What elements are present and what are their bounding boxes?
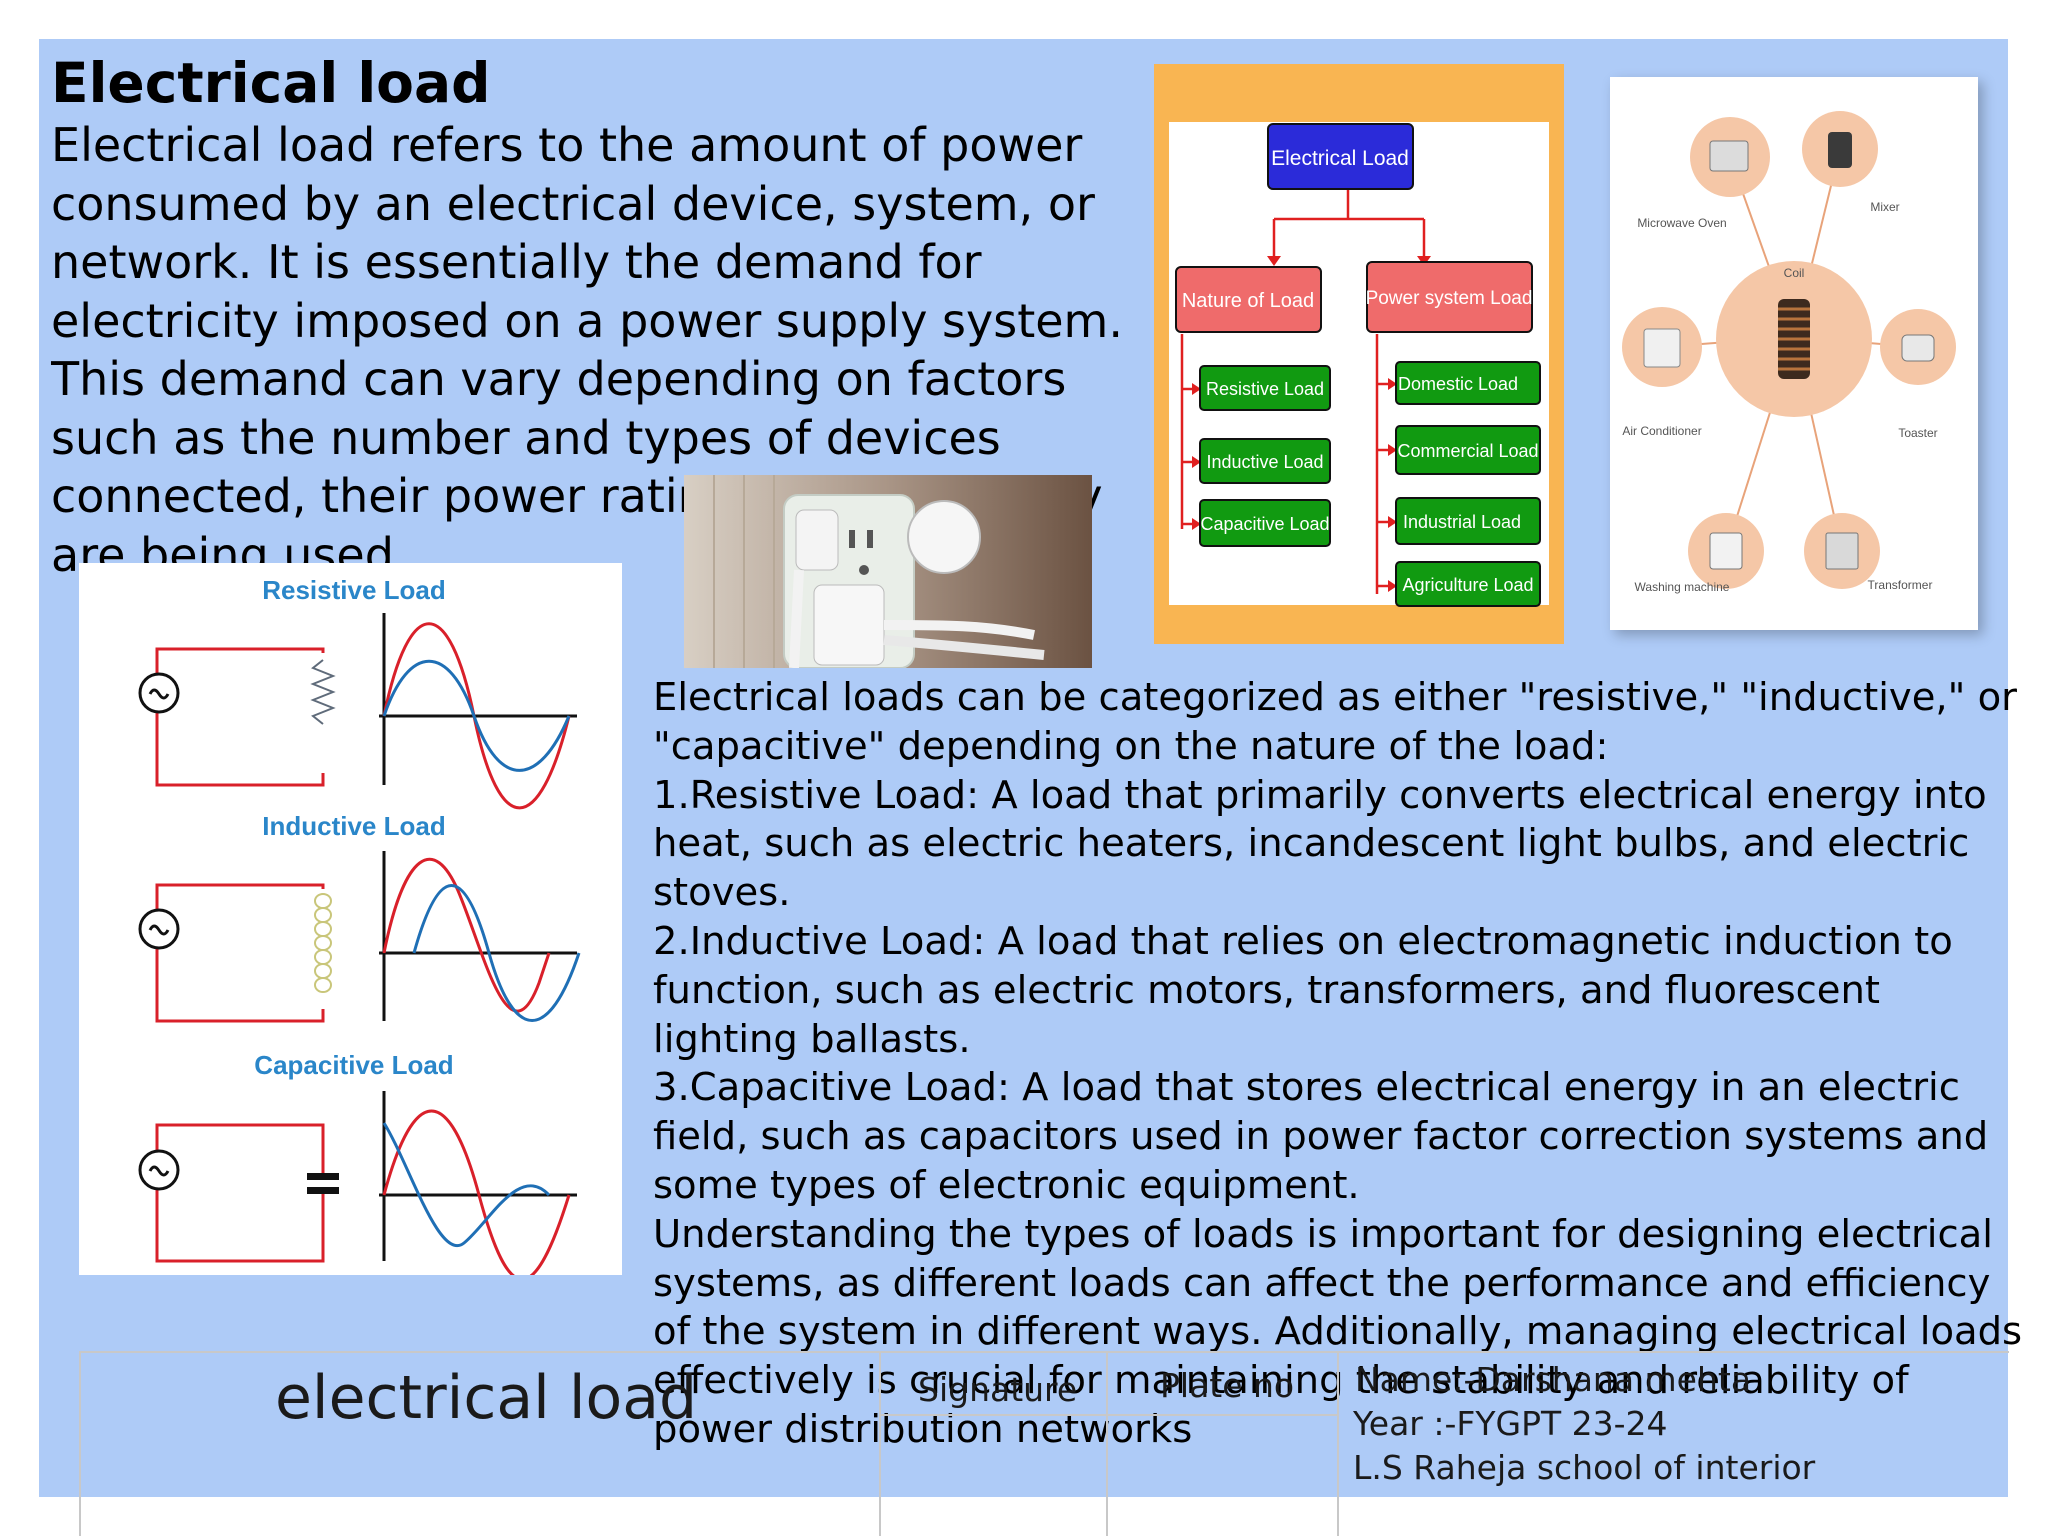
appliance-toaster-label: Toaster xyxy=(1898,426,1937,440)
body-line: 3.Capacitive Load: A load that stores el… xyxy=(653,1065,1960,1111)
coil-icon xyxy=(1778,299,1810,379)
body-line: effectively is crucial for maintaining t… xyxy=(653,1358,1909,1404)
waveform-title-capacitive: Capacitive Load xyxy=(254,1050,453,1080)
body-line: of the system in different ways. Additio… xyxy=(653,1309,2023,1355)
capacitor-icon xyxy=(307,1173,339,1194)
body-line: heat, such as electric heaters, incandes… xyxy=(653,821,1970,867)
resistive-current-wave xyxy=(382,659,571,772)
appliances-illustration: Coil Microwave Oven Mixer Air Conditione… xyxy=(1610,77,1978,630)
diagram-item-industrial: Industrial Load xyxy=(1403,512,1521,532)
footer-name: Name:-Darshana mehta xyxy=(1355,1360,1752,1399)
body-line: field, such as capacitors used in power … xyxy=(653,1114,1989,1160)
diagram-item-box xyxy=(1199,365,1331,411)
inductive-current-wave xyxy=(412,884,581,1022)
body-text: Electrical loads can be categorized as e… xyxy=(653,674,2023,1455)
diagram-item-box xyxy=(1395,361,1541,405)
footer-left-rule xyxy=(79,1351,81,1536)
capacitive-current-wave xyxy=(382,1122,551,1248)
capacitive-voltage-wave xyxy=(382,1109,571,1281)
diagram-item-box xyxy=(1395,561,1541,607)
diagram-item-box xyxy=(1199,438,1331,484)
appliance-washer-label: Washing machine xyxy=(1635,580,1730,594)
washing-machine-icon xyxy=(1709,532,1743,570)
load-classification-diagram: Electrical Load Nature of Load Power sys… xyxy=(1154,64,1564,644)
footer-year: Year :-FYGPT 23-24 xyxy=(1353,1404,1668,1443)
diagram-item-resistive: Resistive Load xyxy=(1206,379,1324,399)
diagram-item-inductive: Inductive Load xyxy=(1206,452,1323,472)
diagram-item-domestic: Domestic Load xyxy=(1398,374,1518,394)
diagram-power-box xyxy=(1366,261,1533,333)
footer-label-rule xyxy=(879,1414,1337,1416)
body-line: some types of electronic equipment. xyxy=(653,1162,1360,1208)
waveform-title-inductive: Inductive Load xyxy=(262,811,445,841)
footer-plate-label: Plate no xyxy=(1160,1366,1295,1405)
diagram-item-box xyxy=(1395,497,1541,545)
appliance-mixer-label: Mixer xyxy=(1870,200,1899,214)
intro-paragraph: Electrical load refers to the amount of … xyxy=(51,118,1123,572)
diagram-power-label: Power system Load xyxy=(1366,288,1533,309)
footer-top-rule xyxy=(79,1351,2009,1353)
mixer-icon xyxy=(1828,132,1852,168)
footer-title: electrical load xyxy=(275,1363,698,1433)
body-line: Electrical loads can be categorized as e… xyxy=(653,675,2017,720)
body-line: systems, as different loads can affect t… xyxy=(653,1260,1991,1306)
diagram-root-box xyxy=(1267,123,1414,190)
resistor-icon xyxy=(310,659,336,725)
appliance-ac-label: Air Conditioner xyxy=(1622,424,1701,438)
diagram-root-label: Electrical Load xyxy=(1271,147,1409,170)
diagram-nature-label: Nature of Load xyxy=(1182,290,1314,312)
slide-title: Electrical load xyxy=(51,51,491,115)
footer-school: L.S Raheja school of interior xyxy=(1353,1448,1816,1487)
transformer-icon xyxy=(1825,532,1859,570)
body-line: lighting ballasts. xyxy=(653,1016,971,1062)
appliance-transformer-label: Transformer xyxy=(1868,578,1933,592)
microwave-icon xyxy=(1709,140,1749,172)
power-strip-photo xyxy=(684,475,1092,669)
load-waveforms-figure: Resistive Load Inductive Load Capacitive… xyxy=(79,563,622,1281)
appliance-microwave-label: Microwave Oven xyxy=(1637,216,1726,230)
toaster-icon xyxy=(1901,334,1935,362)
diagram-item-agriculture: Agriculture Load xyxy=(1402,575,1533,595)
body-line: function, such as electric motors, trans… xyxy=(653,967,1880,1013)
inductive-voltage-wave xyxy=(382,857,551,1013)
footer-divider xyxy=(879,1351,881,1536)
diagram-item-box xyxy=(1199,499,1331,547)
air-conditioner-icon xyxy=(1643,328,1681,368)
body-line: "capacitive" depending on the nature of … xyxy=(653,723,1609,769)
diagram-item-commercial: Commercial Load xyxy=(1397,441,1538,461)
appliance-center-label: Coil xyxy=(1784,266,1805,280)
diagram-item-capacitive: Capacitive Load xyxy=(1200,514,1329,534)
body-line: stoves. xyxy=(653,870,791,916)
body-line: 1.Resistive Load: A load that primarily … xyxy=(653,772,1987,818)
body-line: Understanding the types of loads is impo… xyxy=(653,1211,1993,1257)
diagram-item-box xyxy=(1395,425,1541,475)
waveform-title-resistive: Resistive Load xyxy=(262,575,446,605)
footer-signature-label: Signature xyxy=(918,1370,1078,1409)
body-line: 2.Inductive Load: A load that relies on … xyxy=(653,918,1953,964)
inductor-icon xyxy=(314,893,332,993)
footer-divider xyxy=(1337,1351,1339,1536)
footer-divider xyxy=(1106,1351,1108,1536)
diagram-nature-box xyxy=(1175,266,1322,333)
